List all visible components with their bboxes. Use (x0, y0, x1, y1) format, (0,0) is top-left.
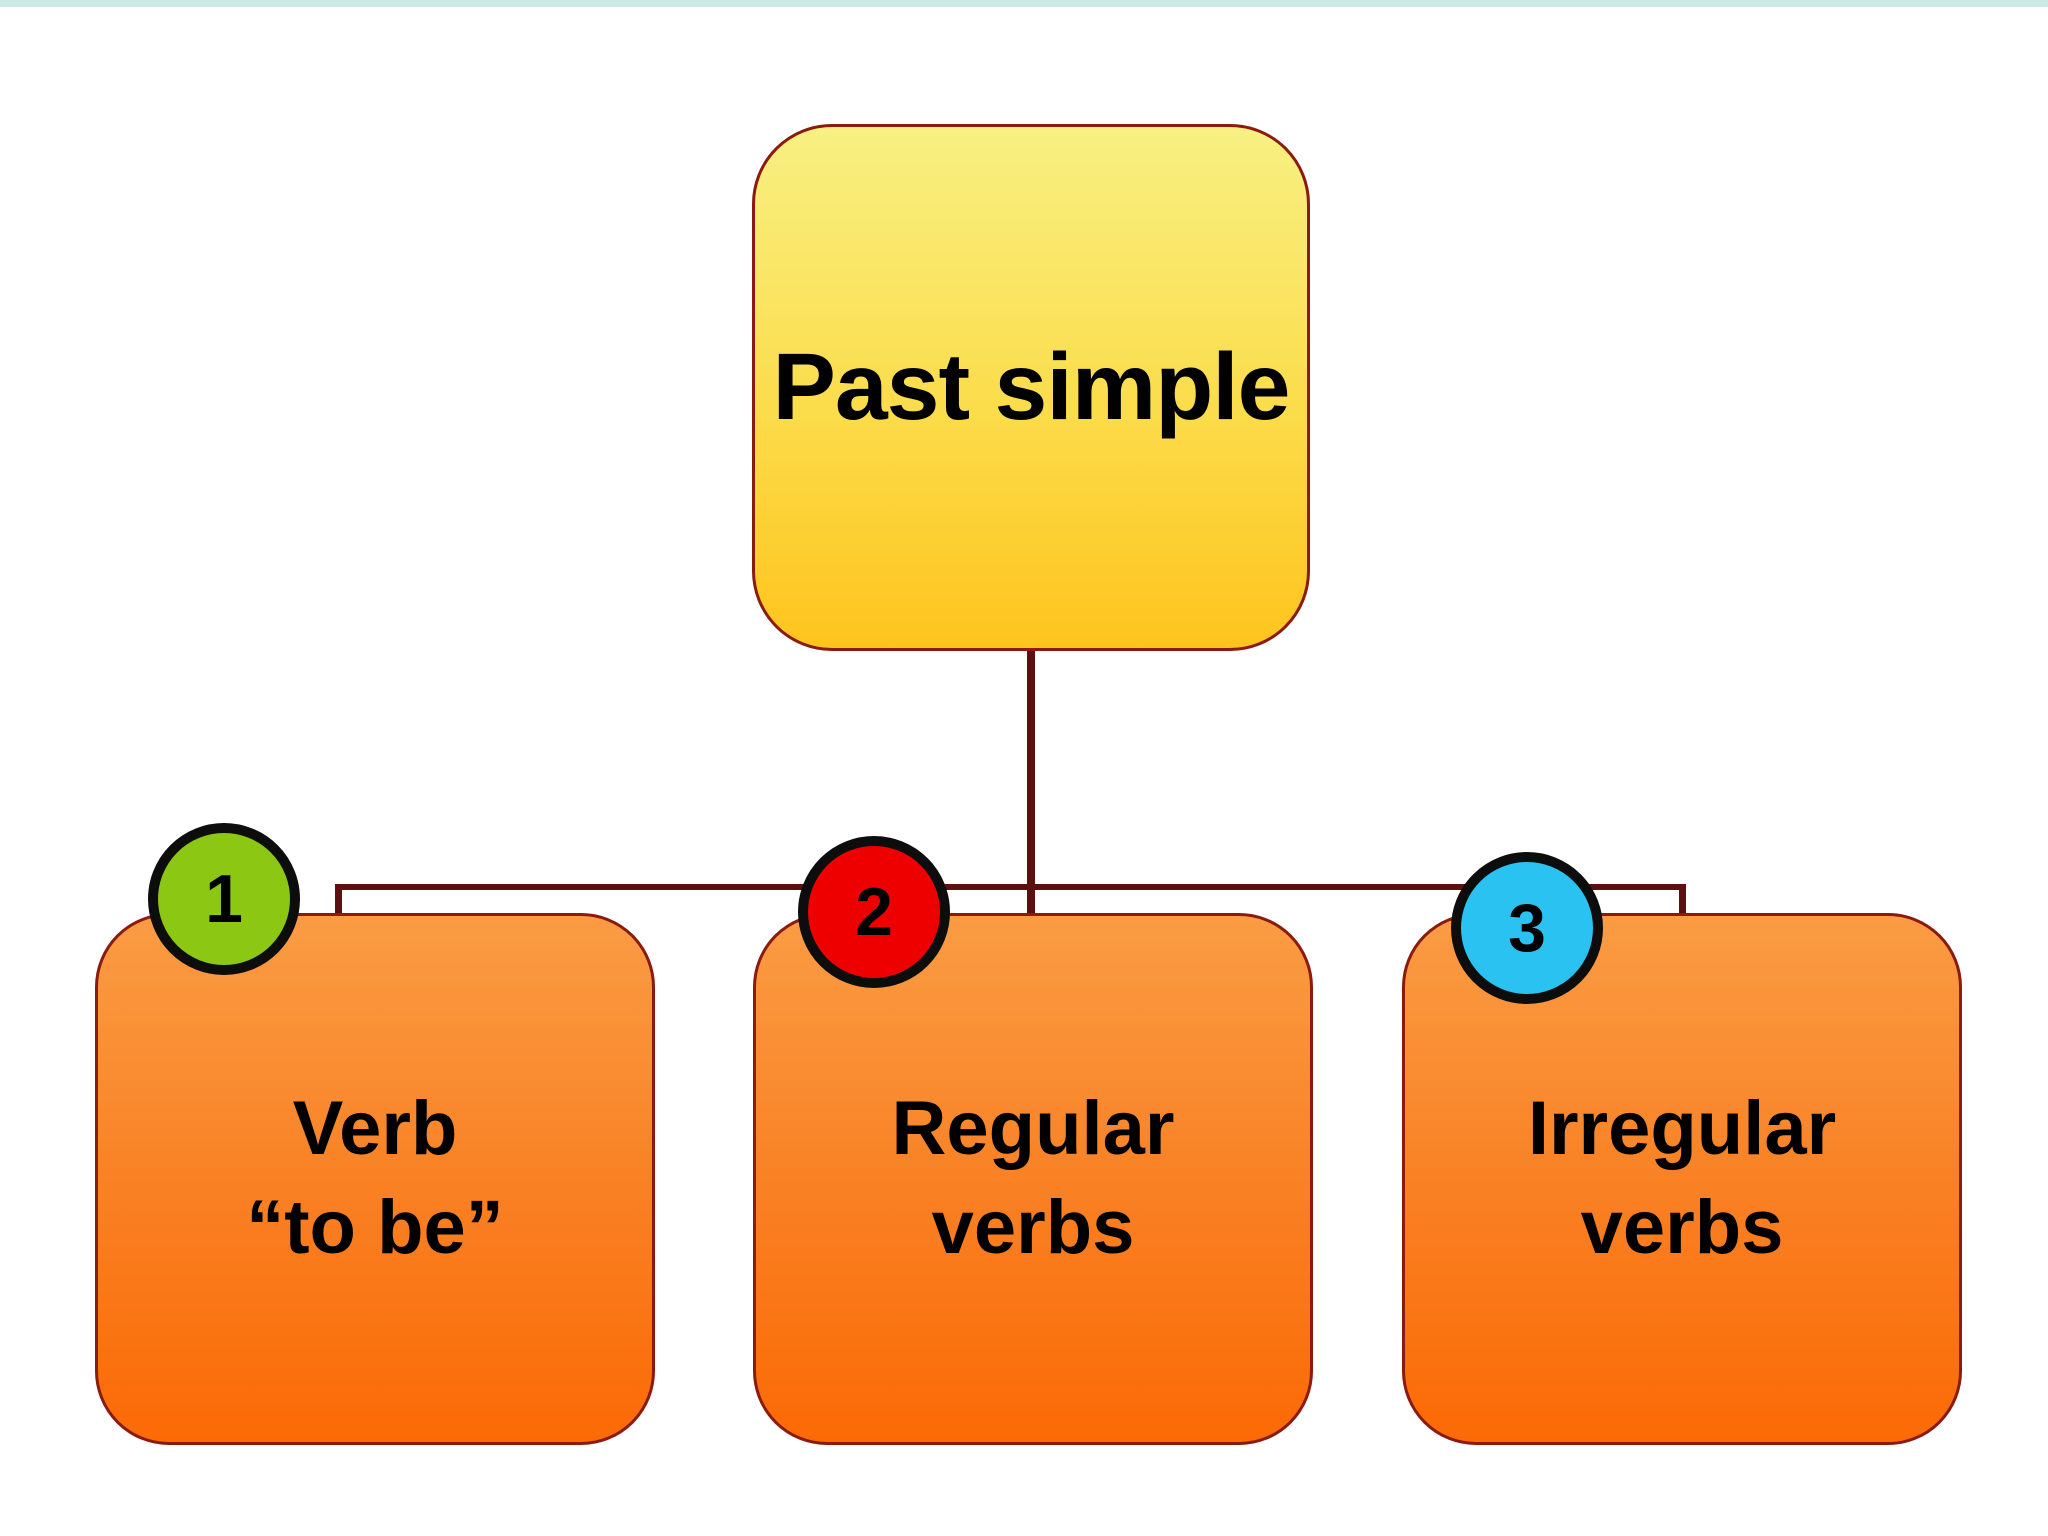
connector-horizontal (335, 884, 1686, 890)
child-node-label: Verb “to be” (246, 1086, 504, 1270)
number-badge-3: 3 (1451, 852, 1603, 1004)
badge-number: 1 (205, 861, 243, 937)
badge-number: 2 (855, 874, 893, 950)
child-node-regular-verbs: Regular verbs (753, 913, 1313, 1445)
connector-root-vertical (1027, 650, 1035, 913)
root-node-past-simple: Past simple (752, 124, 1310, 651)
number-badge-1: 1 (148, 823, 300, 975)
connector-drop-right (1679, 884, 1686, 914)
child-node-label: Irregular verbs (1527, 1086, 1837, 1270)
number-badge-2: 2 (798, 836, 950, 988)
root-node-label: Past simple (772, 334, 1290, 440)
top-accent-bar (0, 0, 2048, 7)
child-node-irregular-verbs: Irregular verbs (1402, 913, 1962, 1445)
child-node-verb-to-be: Verb “to be” (95, 913, 655, 1445)
badge-number: 3 (1508, 890, 1546, 966)
connector-drop-left (335, 884, 342, 914)
child-node-label: Regular verbs (891, 1086, 1175, 1270)
